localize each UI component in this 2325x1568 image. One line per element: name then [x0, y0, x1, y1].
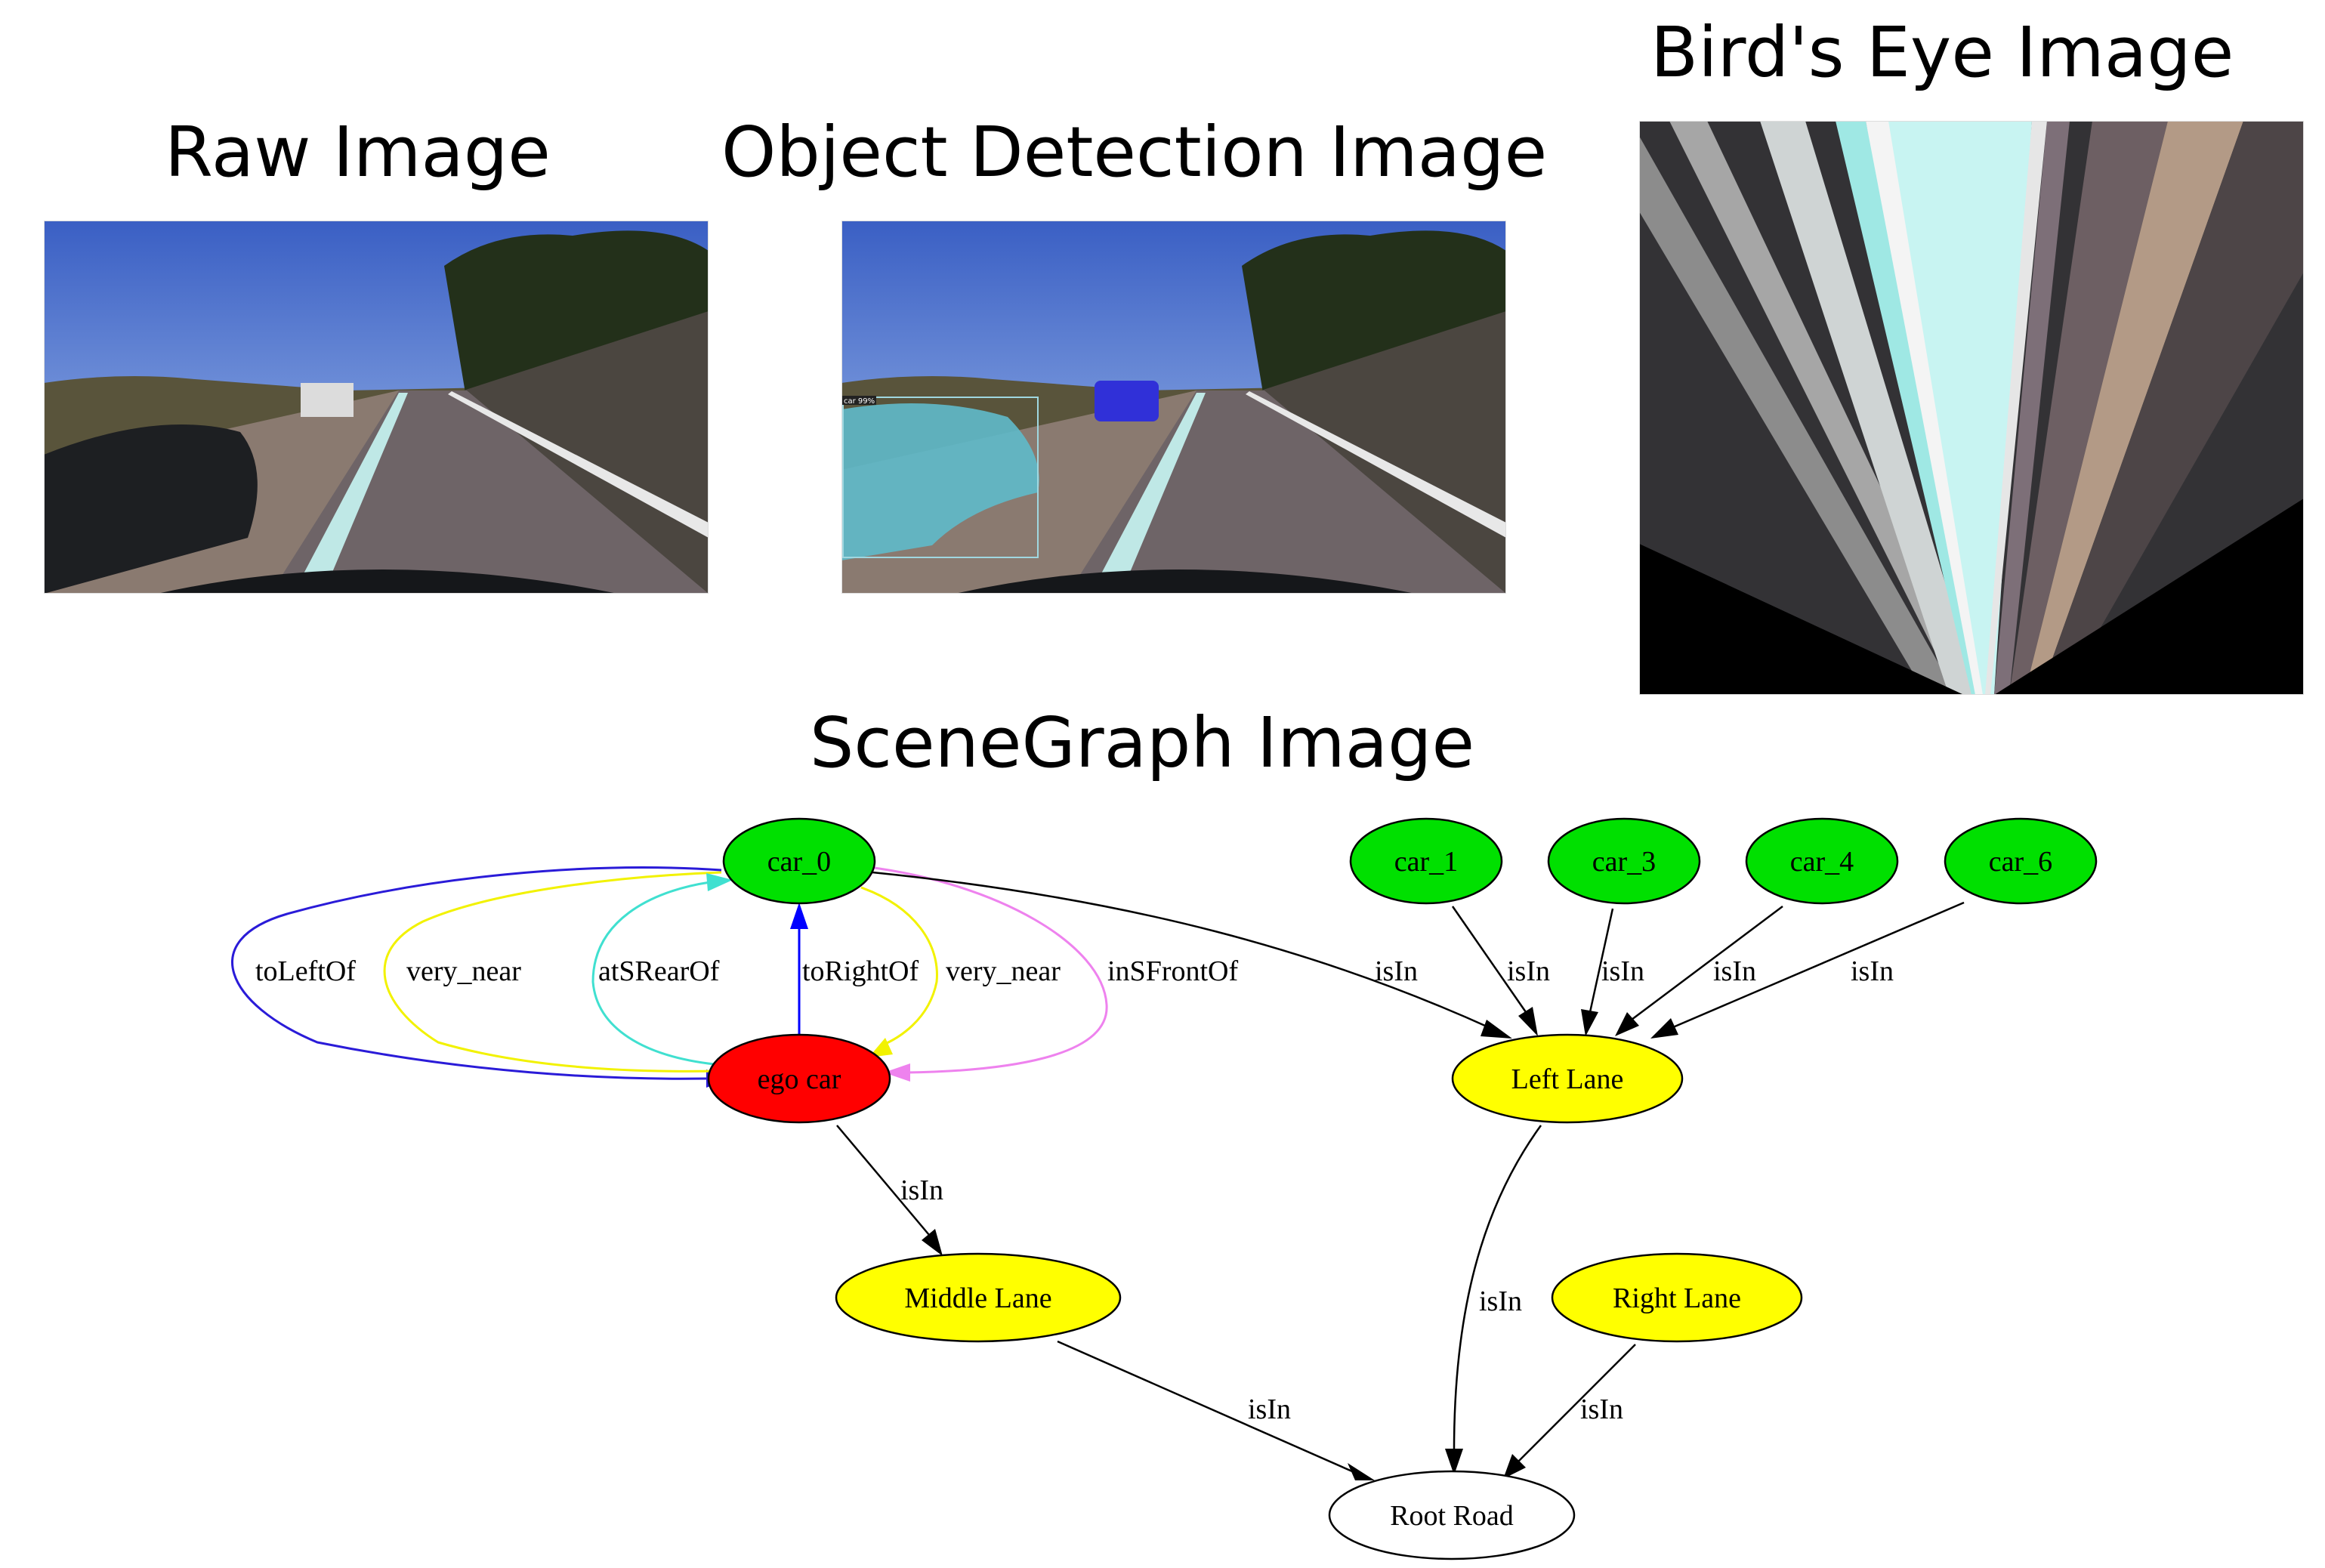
node-label: car_4 — [1790, 846, 1854, 878]
edge-car3-leftlane — [1581, 908, 1614, 1036]
edge-label-leftlane-rootroad: isIn — [1479, 1286, 1522, 1317]
detection-tag: car 99% — [844, 397, 875, 406]
node-label: ego car — [758, 1063, 841, 1095]
detection-image-title: Object Detection Image — [721, 112, 1548, 193]
scenegraph-image-title: SceneGraph Image — [810, 702, 1475, 783]
raw-image-title: Raw Image — [165, 112, 551, 193]
edge-label-egocar-middlelane: isIn — [900, 1174, 943, 1206]
edge-label-toleftof: toLeftOf — [255, 955, 356, 987]
edge-label-insfrontof: inSFrontOf — [1107, 955, 1238, 987]
node-label: car_1 — [1394, 846, 1458, 878]
edge-car0-egocar-insfrontof — [868, 866, 1108, 1082]
birdseye-image — [1639, 121, 2304, 695]
detection-image: car 99% — [841, 221, 1506, 594]
node-middle-lane: Middle Lane — [835, 1252, 1122, 1343]
edge-label-car6-leftlane: isIn — [1851, 955, 1894, 987]
birdseye-image-title: Bird's Eye Image — [1650, 12, 2234, 93]
raw-road-scene — [44, 221, 709, 594]
edge-label-atsrearof: atSRearOf — [598, 955, 720, 987]
node-label: Left Lane — [1511, 1063, 1624, 1095]
detection-road-scene: car 99% — [841, 221, 1506, 594]
detection-box-cyan — [842, 397, 1039, 558]
raw-image — [44, 221, 709, 594]
node-car-0: car_0 — [722, 817, 876, 905]
edge-car6-leftlane — [1650, 901, 1965, 1039]
node-car-1: car_1 — [1349, 817, 1503, 905]
node-label: car_0 — [767, 846, 831, 878]
edge-label-car1-leftlane: isIn — [1507, 955, 1550, 987]
node-label: car_3 — [1592, 846, 1656, 878]
edge-label-rightlane-rootroad: isIn — [1580, 1394, 1623, 1425]
node-car-6: car_6 — [1944, 817, 2098, 905]
edge-car1-leftlane — [1451, 906, 1538, 1036]
edge-egocar-car0-atsrearof — [591, 873, 733, 1066]
detection-mask-blue — [1095, 381, 1159, 421]
edge-label-car0-leftlane: isIn — [1375, 955, 1418, 987]
node-root-road: Root Road — [1328, 1470, 1576, 1560]
edge-rightlane-rootroad — [1503, 1344, 1636, 1479]
edge-car0-egocar-verynear-right — [860, 886, 938, 1057]
node-label: car_6 — [1989, 846, 2052, 878]
edge-label-torightof: toRightOf — [802, 955, 919, 987]
edge-car4-leftlane — [1615, 906, 1783, 1036]
edge-leftlane-rootroad — [1445, 1125, 1542, 1475]
node-car-4: car_4 — [1745, 817, 1899, 905]
detection-tag-bg — [841, 396, 876, 405]
edge-label-car3-leftlane: isIn — [1601, 955, 1644, 987]
birdseye-warped-scene — [1639, 121, 2304, 695]
node-left-lane: Left Lane — [1451, 1033, 1684, 1124]
edge-egocar-middlelane — [836, 1125, 943, 1256]
edge-label-verynear-right: very_near — [946, 955, 1061, 987]
edge-middlelane-rootroad — [1057, 1340, 1375, 1480]
node-car-3: car_3 — [1547, 817, 1701, 905]
node-label: Right Lane — [1613, 1282, 1741, 1314]
node-label: Middle Lane — [904, 1282, 1051, 1314]
edge-label-verynear-left: very_near — [406, 955, 521, 987]
edge-car0-leftlane — [872, 871, 1512, 1039]
node-ego-car: ego car — [707, 1033, 891, 1124]
node-right-lane: Right Lane — [1551, 1252, 1803, 1343]
detection-mask-cyan — [841, 403, 1039, 560]
edge-label-middlelane-rootroad: isIn — [1248, 1394, 1291, 1425]
edge-label-car4-leftlane: isIn — [1713, 955, 1756, 987]
node-label: Root Road — [1390, 1500, 1514, 1532]
